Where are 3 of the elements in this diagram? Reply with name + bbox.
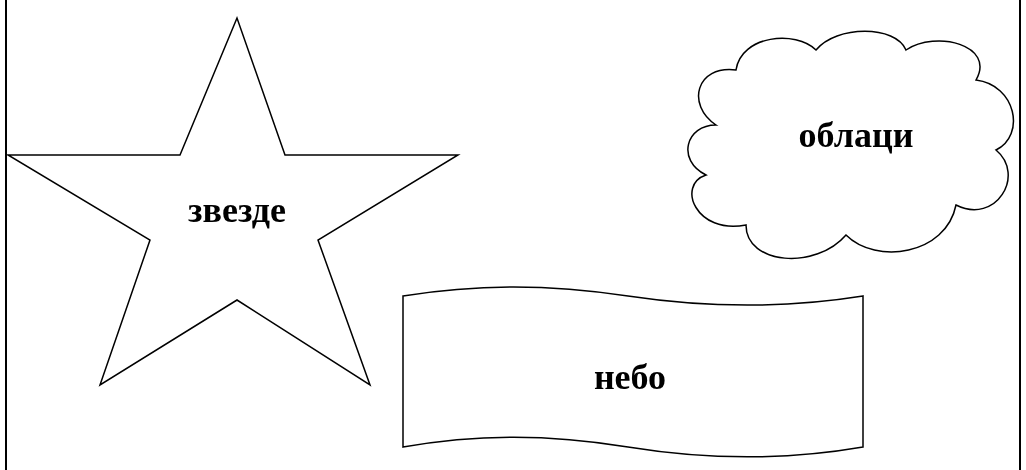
shape-label: облаци (798, 117, 914, 153)
shape-label: звезде (188, 192, 286, 228)
shape-label: небо (593, 359, 667, 395)
